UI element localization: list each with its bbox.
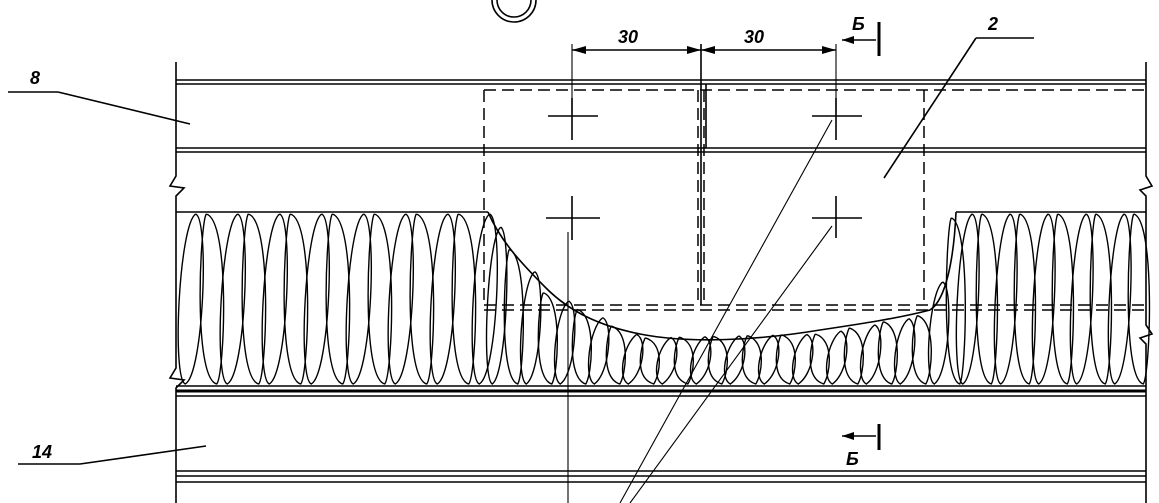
dimension-label-right: 30: [744, 27, 764, 47]
callout-label-14: 14: [32, 442, 52, 462]
section-mark-top: [842, 22, 881, 56]
insulation-fiber: [241, 213, 267, 385]
insulation-right: [955, 213, 1151, 385]
element-2-dashed-outline: [483, 89, 1146, 311]
insulation-fiber: [825, 330, 848, 385]
section-mark-bottom: [842, 424, 881, 450]
section-mark-bottom-label: Б: [846, 449, 859, 469]
insulation-fiber: [1031, 213, 1056, 385]
detail-marker: [491, 0, 537, 23]
insulation-fiber: [1107, 213, 1132, 385]
bottom-panel: [176, 470, 1146, 483]
insulation-fiber: [261, 213, 288, 385]
insulation-fiber: [975, 213, 999, 385]
insulation-fiber: [1069, 213, 1094, 385]
insulation-fiber: [587, 317, 610, 385]
callout-8: [8, 91, 191, 125]
insulation-fiber: [451, 213, 477, 385]
insulation-fiber: [519, 271, 542, 385]
cutaway-boundary: [487, 211, 957, 341]
insulation-fiber: [303, 213, 330, 385]
insulation-fiber: [199, 213, 225, 385]
insulation-fiber: [429, 213, 456, 385]
right-break-line: [1138, 62, 1154, 503]
section-mark-top-label: Б: [852, 14, 865, 34]
insulation-fiber: [605, 325, 626, 385]
insulation-fiber: [775, 334, 796, 385]
insulation-fiber: [1013, 213, 1037, 385]
insulation-fiber: [537, 292, 559, 385]
insulation-fiber: [809, 333, 830, 385]
insulation-fiber: [859, 324, 882, 385]
insulation-fiber: [367, 213, 393, 385]
insulation-fiber: [503, 248, 525, 385]
insulation-middle: [485, 217, 966, 385]
insulation-fiber: [655, 336, 678, 385]
insulation-fiber: [345, 213, 372, 385]
callout-14: [18, 445, 207, 465]
insulation-fiber: [955, 213, 980, 385]
callout-label-8: 8: [30, 68, 40, 88]
anchor-leader-lines: [619, 119, 833, 503]
insulation-fiber: [993, 213, 1018, 385]
insulation-fiber: [387, 213, 414, 385]
insulation-fiber: [177, 213, 204, 385]
anchor-crosses: [546, 98, 862, 240]
insulation-fiber: [639, 337, 660, 385]
insulation-fiber: [945, 217, 966, 385]
insulation-fiber: [1089, 213, 1113, 385]
insulation-fiber: [1051, 213, 1075, 385]
insulation-fiber: [673, 336, 694, 385]
callout-2: [883, 37, 1034, 179]
insulation-fiber: [723, 335, 746, 385]
center-joint: [700, 44, 707, 305]
callout-label-2: 2: [987, 14, 998, 34]
insulation-base: [176, 385, 1146, 397]
insulation-fiber: [283, 213, 309, 385]
dimension-line: [571, 44, 837, 112]
insulation-fiber: [219, 213, 246, 385]
insulation-fiber: [707, 335, 728, 385]
insulation-fiber: [877, 321, 898, 385]
insulation-fiber: [927, 281, 950, 385]
insulation-fiber: [409, 213, 435, 385]
insulation-fiber: [689, 336, 712, 385]
insulation-left: [177, 213, 498, 385]
insulation-fiber: [757, 334, 780, 385]
insulation-fiber: [325, 213, 351, 385]
left-break-line: [168, 62, 186, 503]
insulation-fiber: [471, 213, 498, 385]
insulation-fiber: [893, 318, 916, 385]
insulation-fiber: [843, 327, 864, 385]
insulation-fiber: [1127, 213, 1151, 385]
top-panel: [176, 79, 1146, 213]
insulation-fiber: [741, 334, 762, 385]
insulation-fiber: [571, 308, 592, 385]
dimension-label-left: 30: [618, 27, 638, 47]
